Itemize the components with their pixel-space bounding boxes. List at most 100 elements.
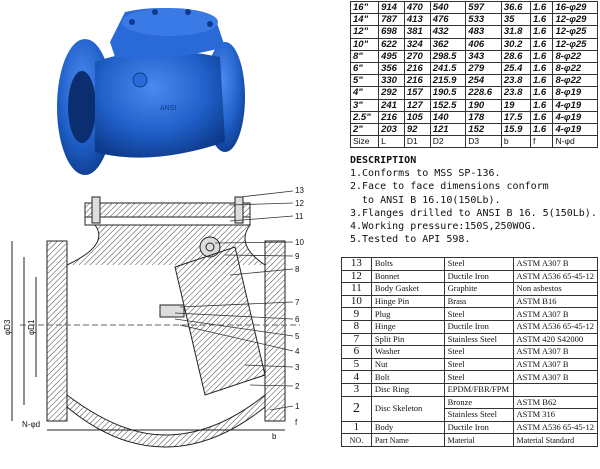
callout-7: 7 [295,298,300,307]
callout-8: 8 [295,265,300,274]
table-cell: 215.9 [429,74,467,88]
table-cell: 4-φ19 [552,122,598,137]
table-cell: 25.4 [500,61,531,76]
table-cell: 23.8 [500,74,531,88]
table-cell: 356 [378,61,405,76]
table-cell: 241 [378,98,405,112]
table-cell: 495 [378,49,405,63]
part-number: 1 [341,420,372,435]
part-number: 11 [341,282,372,296]
part-material: Bronze [443,395,514,410]
table-cell: 12-φ29 [552,13,598,27]
table-cell: 8" [349,49,380,63]
table-cell: 92 [403,122,431,137]
part-name: Hinge Pin [370,294,445,309]
table-cell: 121 [429,122,467,137]
table-cell: 787 [378,13,405,27]
part-name: Hinge [370,319,445,334]
part-standard [512,382,599,397]
callout-5: 5 [295,332,300,341]
table-cell: 432 [429,25,467,39]
header-material: Material [443,433,514,447]
table-cell: 105 [403,110,431,124]
table-cell: 216 [403,61,431,76]
part-material: Steel [443,307,514,321]
table-cell: 2" [349,122,380,137]
part-name: Body Gasket [370,282,445,296]
table-cell: 216 [378,110,405,124]
table-cell: 533 [465,13,502,27]
table-header-cell: D1 [403,135,431,149]
table-cell: 178 [465,110,502,124]
table-cell: 15.9 [500,122,531,137]
table-cell: 30.2 [500,37,531,51]
part-material: Ductile Iron [443,269,514,284]
table-cell: 4" [349,86,380,100]
table-header-cell: L [378,135,405,149]
table-cell: 127 [403,98,431,112]
table-cell: 298.5 [429,49,467,63]
table-cell: 381 [403,25,431,39]
table-header-cell: f [529,135,554,149]
table-cell: 270 [403,49,431,63]
table-header-cell: b [500,135,531,149]
part-material: Steel [443,370,514,384]
part-name: Body [370,420,445,435]
table-cell: 1.6 [529,110,554,124]
description-block: DESCRIPTION 1.Conforms to MSS SP-136. 2.… [350,154,598,246]
table-cell: 698 [378,25,405,39]
table-cell: 16-φ29 [552,0,598,15]
description-line: 5.Tested to API 598. [350,234,471,246]
table-cell: 6" [349,61,380,76]
table-cell: 28.6 [500,49,531,63]
table-header-cell: D2 [429,135,467,149]
header-part-name: Part Name [370,433,445,447]
callout-2: 2 [295,382,300,391]
part-name: Plug [370,307,445,321]
table-cell: 216 [403,74,431,88]
callout-4: 4 [295,347,300,356]
callout-6: 6 [295,315,300,324]
part-standard: ASTM A536 65-45-12 [512,420,599,435]
table-cell: 324 [403,37,431,51]
description-title: DESCRIPTION [350,155,417,166]
part-number: 3 [341,382,372,397]
part-material: EPDM/FBR/FPM [443,382,514,397]
part-name: Washer [370,345,445,359]
part-material: Ductile Iron [443,319,514,334]
table-cell: 14" [349,13,380,27]
part-standard: Non asbestos [512,282,599,296]
callout-10: 10 [295,238,304,247]
table-cell: 254 [465,74,502,88]
label-f: f [295,418,298,427]
description-line: 1.Conforms to MSS SP-136. [350,168,501,180]
table-cell: 1.6 [529,49,554,63]
table-cell: 914 [378,0,405,15]
table-cell: 3" [349,98,380,112]
table-cell: 12-φ25 [552,25,598,39]
part-standard: ASTM A307 B [512,307,599,321]
table-cell: 8-φ22 [552,74,598,88]
header-no: NO. [341,433,372,447]
table-cell: 5" [349,74,380,88]
table-cell: 1.6 [529,61,554,76]
table-cell: 470 [403,0,431,15]
table-cell: 330 [378,74,405,88]
table-cell: 23.8 [500,86,531,100]
table-cell: 31.8 [500,25,531,39]
table-cell: 1.6 [529,0,554,15]
table-cell: 622 [378,37,405,51]
